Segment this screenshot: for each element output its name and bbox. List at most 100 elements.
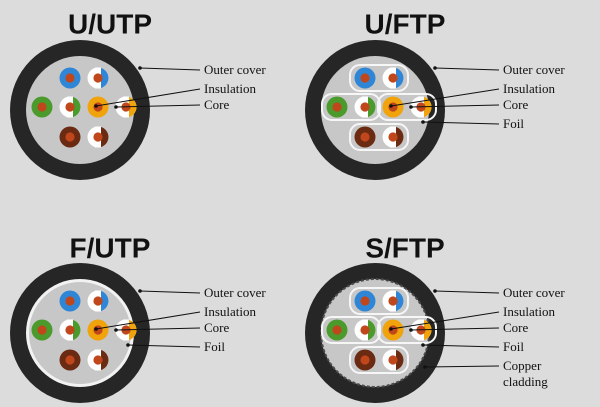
copper-core [93, 296, 103, 306]
pair-brown [349, 346, 409, 374]
label-outer-cover: Outer cover [138, 285, 266, 300]
cable-title: F/UTP [70, 232, 151, 263]
leader-line [434, 67, 500, 71]
copper-core [360, 132, 370, 142]
wire-b [87, 126, 109, 148]
leader-dot [138, 289, 142, 293]
label-insulation: Insulation [389, 304, 555, 331]
label-foil: Foil [421, 339, 524, 354]
leader-line [422, 344, 500, 348]
label-text: Insulation [503, 304, 555, 319]
leader-dot [126, 343, 130, 347]
leader-dot [421, 343, 425, 347]
leader-dot [421, 120, 425, 124]
label-text: Insulation [204, 304, 256, 319]
wire-a [326, 96, 348, 118]
label-insulation: Insulation [94, 81, 256, 108]
label-text: Foil [503, 116, 524, 131]
wire-b [354, 319, 376, 341]
wire-a [59, 349, 81, 371]
pair-foil [349, 346, 409, 374]
wire-b [382, 126, 404, 148]
copper-core [388, 296, 398, 306]
copper-core [93, 73, 103, 83]
pair-foil [377, 93, 437, 121]
copper-core [388, 355, 398, 365]
pair-foil [321, 316, 381, 344]
wire-a [87, 319, 109, 341]
pair-foil [349, 287, 409, 315]
label-outer-cover: Outer cover [433, 285, 565, 300]
wire-a [354, 290, 376, 312]
wire-a [354, 349, 376, 371]
leader-line [95, 311, 201, 330]
label-text: Outer cover [503, 62, 565, 77]
label-text: Insulation [204, 81, 256, 96]
leader-line [115, 104, 201, 108]
label-core: Core [114, 320, 230, 335]
wire-a [59, 126, 81, 148]
label-core: Core [409, 97, 529, 112]
leader-dot [94, 104, 98, 108]
leader-dot [389, 104, 393, 108]
pair-blue [59, 290, 109, 312]
pair-foil [377, 316, 437, 344]
label-text: Foil [503, 339, 524, 354]
copper-core [65, 102, 75, 112]
leader-line [422, 121, 500, 125]
label-text: Core [503, 320, 529, 335]
wire-a [382, 96, 404, 118]
label-outer-cover: Outer cover [138, 62, 266, 77]
copper-core [65, 355, 75, 365]
label-insulation: Insulation [94, 304, 256, 331]
copper-core [360, 73, 370, 83]
wire-a [382, 319, 404, 341]
leader-dot [423, 365, 427, 369]
label-text: Core [204, 97, 230, 112]
copper-core [93, 132, 103, 142]
leader-dot [114, 328, 118, 332]
cable-title: S/FTP [365, 232, 444, 263]
wire-a [87, 96, 109, 118]
leader-dot [389, 327, 393, 331]
leader-line [139, 290, 201, 294]
leader-dot [138, 66, 142, 70]
cable-title: U/FTP [365, 8, 446, 39]
copper-core [360, 325, 370, 335]
cable-s-ftp: S/FTP Outer coverInsulationCoreFoilCopper… [305, 232, 565, 403]
pair-foil [349, 123, 409, 151]
label-text: Foil [204, 339, 225, 354]
leader-line [390, 311, 500, 330]
copper-core [65, 132, 75, 142]
copper-core [37, 102, 47, 112]
pair-foil [349, 64, 409, 92]
copper-core [65, 296, 75, 306]
leader-dot [409, 105, 413, 109]
wire-b [59, 96, 81, 118]
copper-core [332, 102, 342, 112]
pair-blue [349, 287, 409, 315]
leader-line [127, 344, 201, 348]
cable-title: U/UTP [68, 8, 152, 39]
leader-line [95, 88, 201, 107]
leader-line [139, 67, 201, 71]
wire-a [354, 67, 376, 89]
leader-line [410, 104, 500, 108]
label-outer-cover: Outer cover [433, 62, 565, 77]
copper-core [37, 325, 47, 335]
pair-green [31, 96, 81, 118]
label-foil: Foil [421, 116, 524, 131]
label-foil: Foil [126, 339, 225, 354]
wire-b [87, 290, 109, 312]
leader-line [390, 88, 500, 107]
label-core: Core [409, 320, 529, 335]
pair-brown [349, 123, 409, 151]
wire-b [382, 67, 404, 89]
wire-b [87, 67, 109, 89]
